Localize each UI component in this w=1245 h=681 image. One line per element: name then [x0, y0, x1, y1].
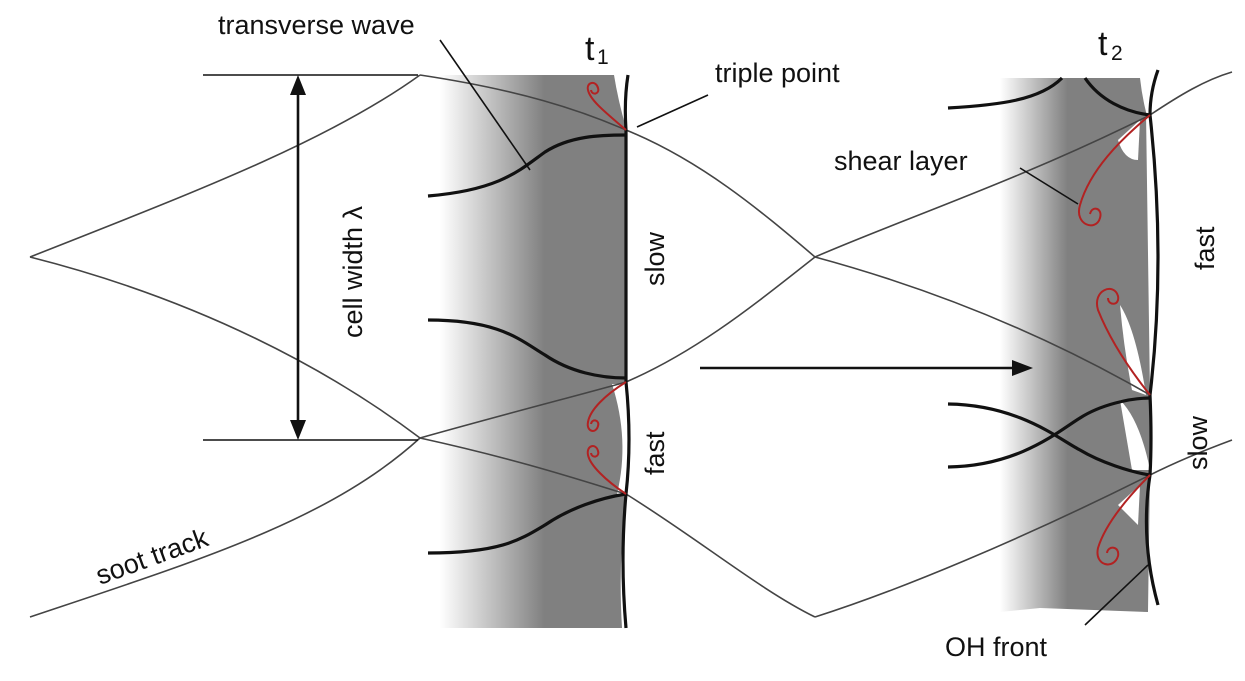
cell-width-indicator	[203, 74, 418, 441]
label-slow-t1: slow	[640, 231, 670, 286]
burned-gas-region-t2	[1000, 78, 1150, 612]
t2-sub: 2	[1111, 42, 1123, 65]
propagation-arrow	[700, 360, 1033, 376]
label-transverse-wave: transverse wave	[218, 10, 415, 40]
soot-track-lines	[29, 71, 1233, 618]
label-shear-layer: shear layer	[834, 146, 968, 176]
front-t2	[947, 69, 1160, 606]
label-fast-t1: fast	[640, 431, 670, 475]
label-soot-track: soot track	[92, 522, 213, 590]
leader-lines	[439, 39, 1149, 626]
t2-main: t	[1098, 25, 1108, 63]
shear-vortices	[586, 82, 1151, 566]
label-cell-width: cell width λ	[338, 205, 368, 338]
time-marker-t2: t 2	[1098, 25, 1123, 65]
label-fast-t2: fast	[1190, 226, 1220, 270]
t1-sub: 1	[597, 46, 609, 69]
label-slow-t2: slow	[1183, 415, 1213, 470]
label-triple-point: triple point	[715, 58, 840, 88]
t1-main: t	[585, 30, 595, 68]
time-marker-t1: t 1	[585, 30, 609, 69]
label-oh-front: OH front	[945, 632, 1048, 662]
front-t1	[427, 74, 631, 629]
burned-gas-region-t1	[440, 75, 630, 628]
